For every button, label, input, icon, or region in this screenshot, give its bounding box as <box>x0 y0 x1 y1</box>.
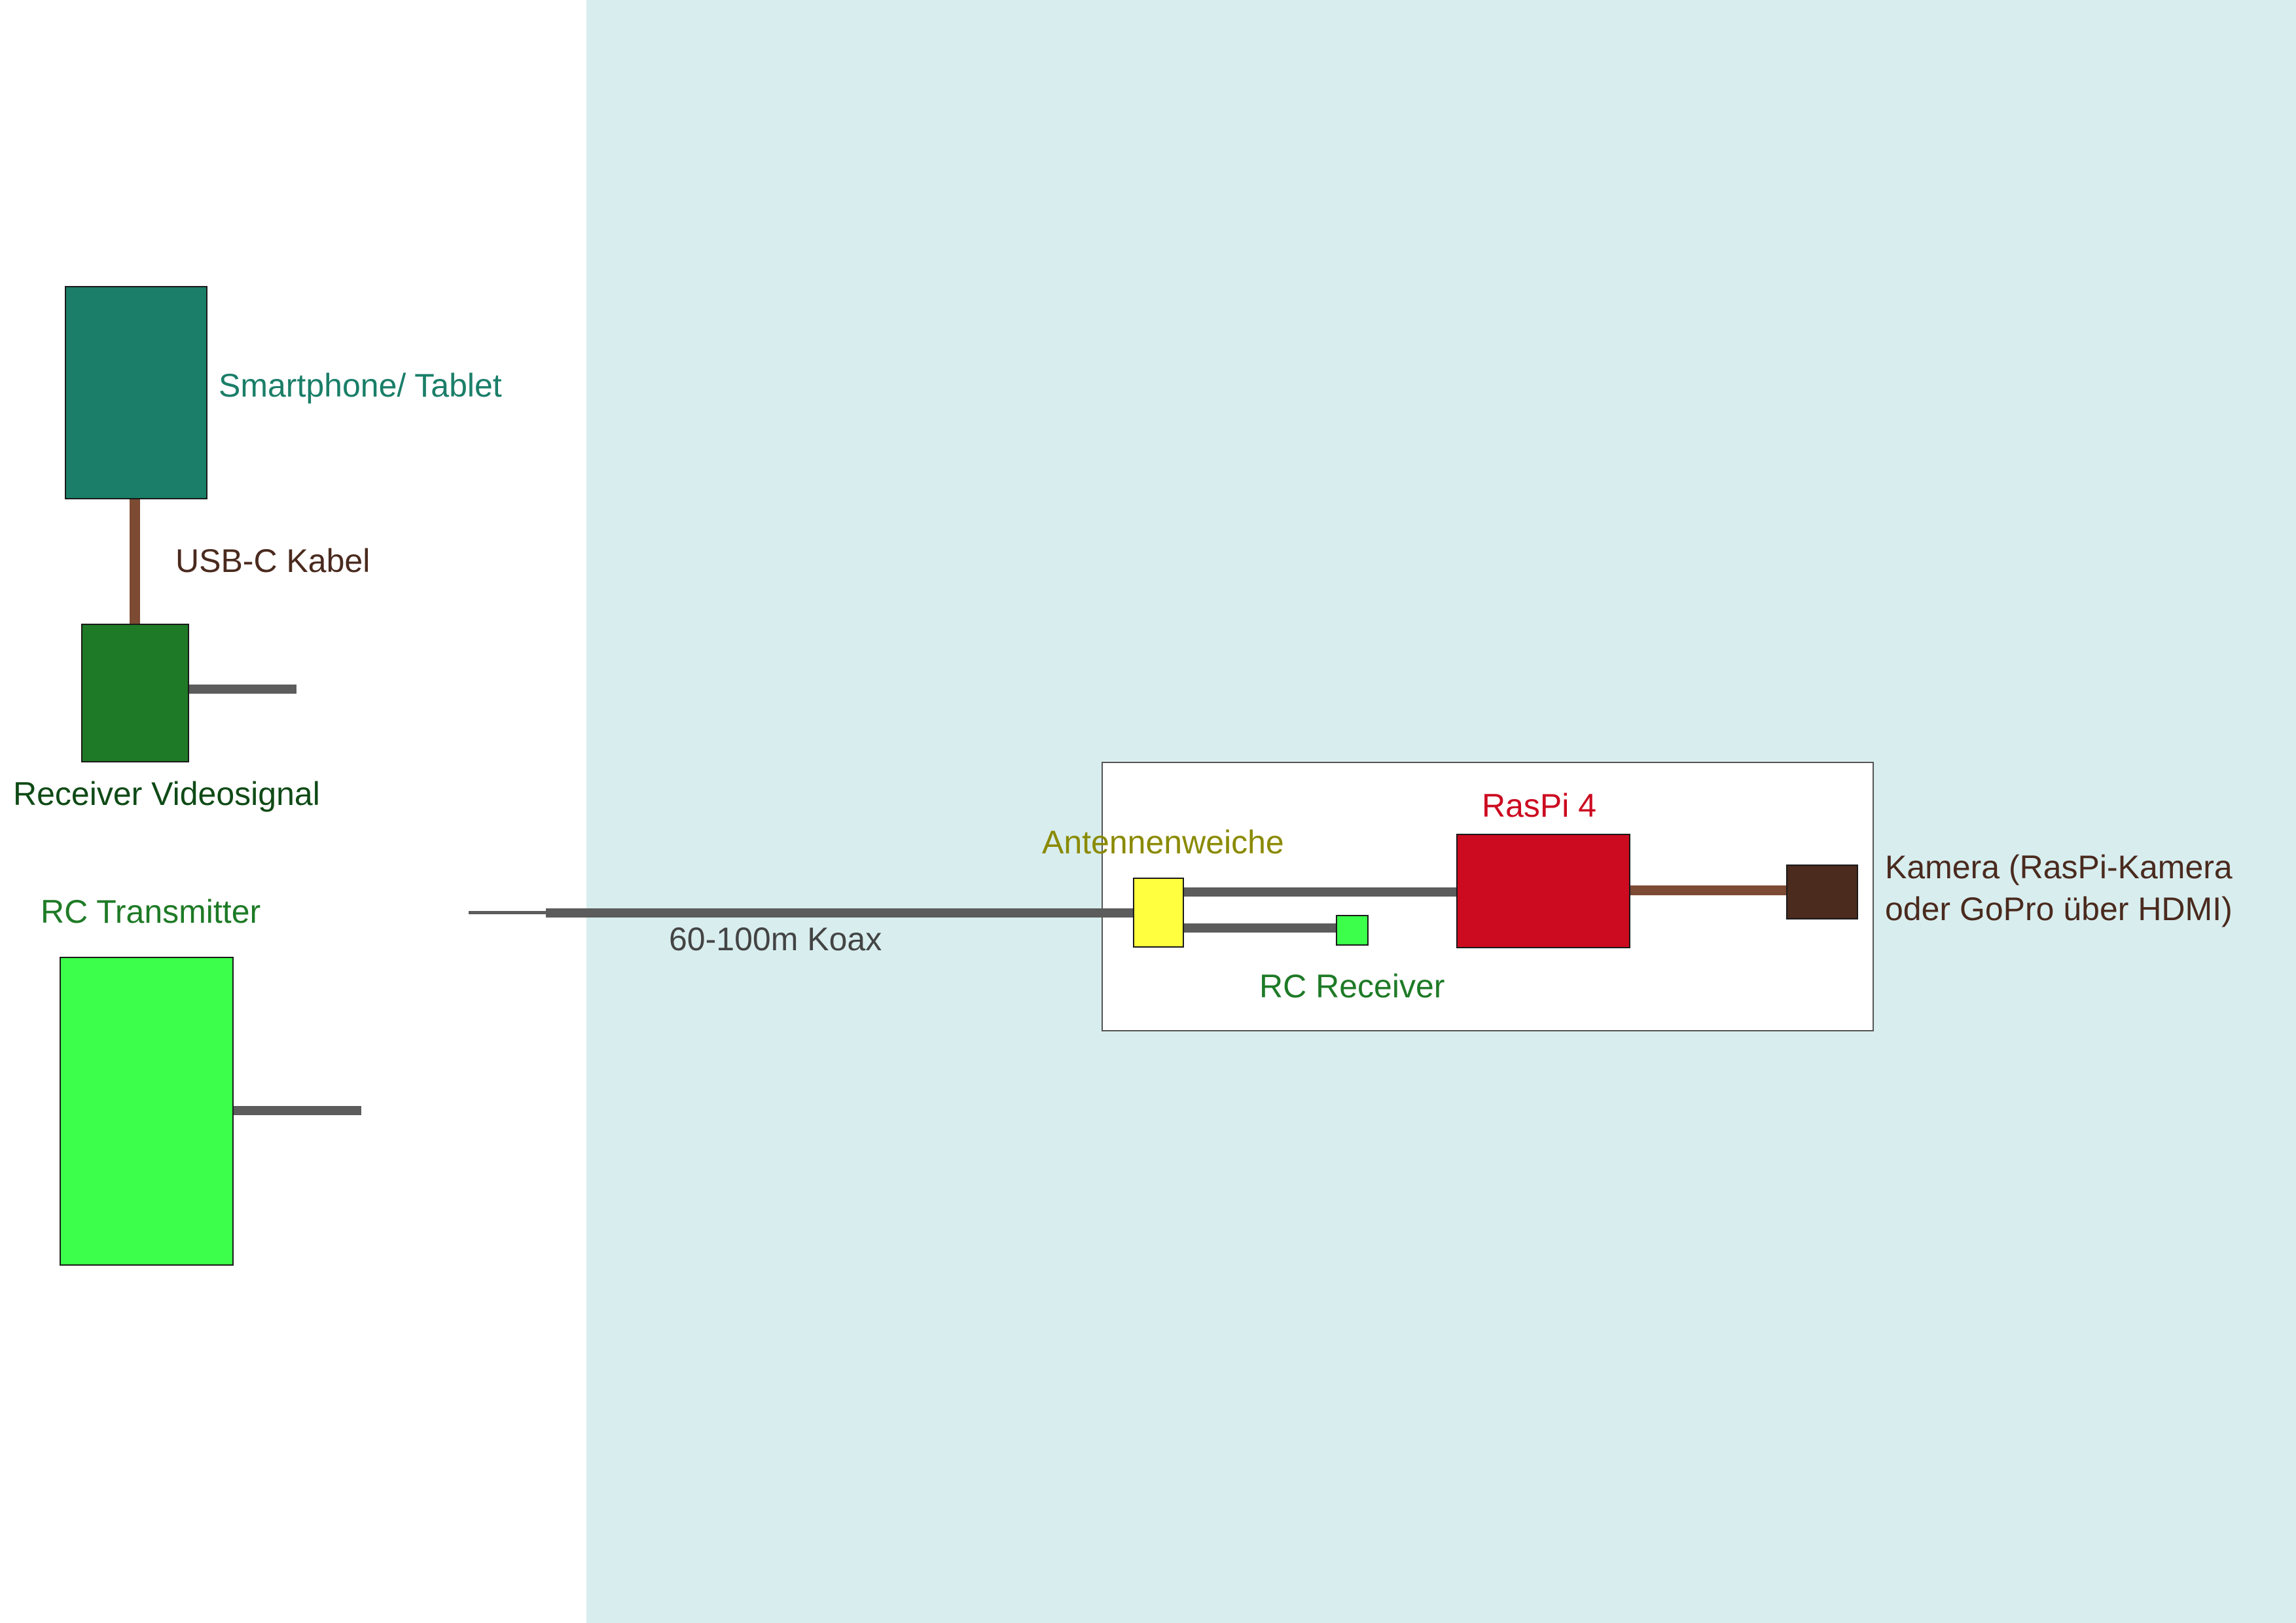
rc-transmitter-antenna <box>233 1106 361 1115</box>
raspi-to-camera-cable <box>1630 885 1787 895</box>
diplexer-to-rc-receiver-cable <box>1183 923 1338 933</box>
video-receiver-label: Receiver Videosignal <box>13 776 320 812</box>
video-receiver <box>81 624 189 762</box>
rc-transmitter-label: RC Transmitter <box>41 893 260 930</box>
coax-label: 60-100m Koax <box>669 921 882 957</box>
rc-receiver <box>1336 915 1369 946</box>
rc-receiver-label: RC Receiver <box>1259 968 1444 1005</box>
rc-transmitter <box>60 957 234 1266</box>
diplexer-to-raspi-cable <box>1183 887 1457 897</box>
coax-cable <box>546 908 1134 918</box>
usb-c-cable <box>130 497 140 625</box>
diplexer <box>1133 878 1184 948</box>
coax-thin-segment <box>469 911 547 914</box>
smartphone-label: Smartphone/ Tablet <box>219 367 502 404</box>
video-receiver-antenna <box>188 685 296 694</box>
camera-label-line2: oder GoPro über HDMI) <box>1885 891 2233 927</box>
usb-cable-label: USB-C Kabel <box>175 543 370 579</box>
smartphone-tablet <box>65 286 207 499</box>
camera-label-line1: Kamera (RasPi-Kamera <box>1885 849 2233 885</box>
raspi-4 <box>1456 834 1630 948</box>
raspi-label: RasPi 4 <box>1482 787 1596 824</box>
diplexer-label: Antennenweiche <box>1042 824 1284 861</box>
camera <box>1786 865 1858 919</box>
